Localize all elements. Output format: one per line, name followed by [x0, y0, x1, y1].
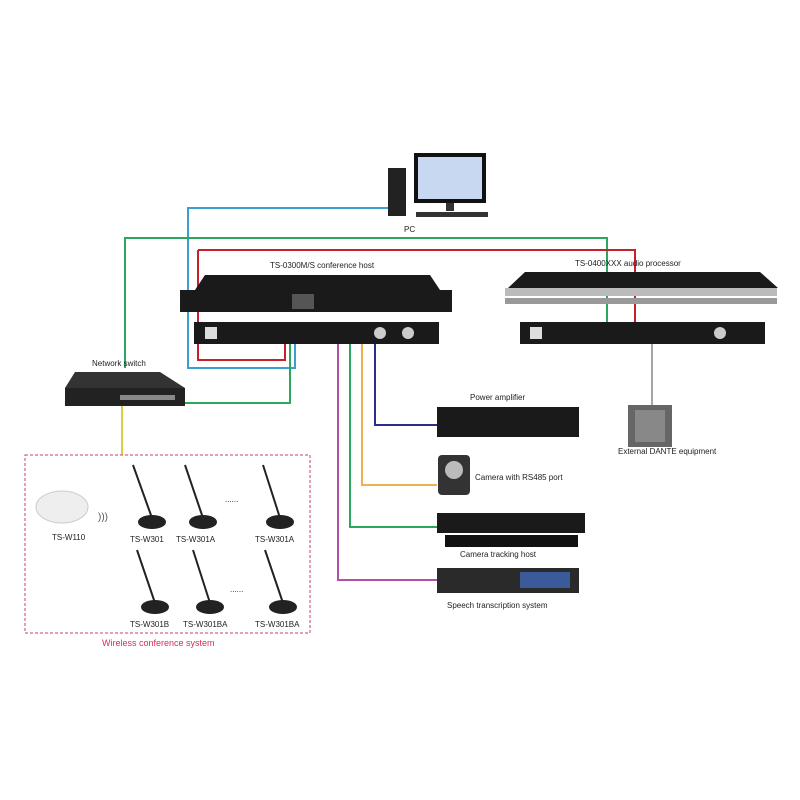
dante-label: External DANTE equipment — [618, 447, 717, 456]
microphone-icon — [264, 549, 284, 604]
mic-label: TS-W301BA — [183, 620, 228, 629]
network-switch-label: Network switch — [92, 359, 146, 368]
wifi-icon: ))) — [98, 512, 108, 523]
access-point-icon — [35, 490, 89, 524]
access-point-label: TS-W110 — [52, 533, 86, 542]
conference-host-label: TS-0300M/S conference host — [270, 261, 375, 270]
power-amplifier-icon — [437, 407, 579, 437]
cable-purple-speech — [337, 340, 437, 581]
wireless-system-box — [24, 454, 311, 634]
microphones — [132, 464, 297, 614]
power-amplifier-label: Power amplifier — [470, 393, 525, 402]
microphone-icon — [192, 549, 211, 604]
audio-processor-icon — [505, 272, 778, 344]
speech-transcription-label: Speech transcription system — [447, 601, 548, 610]
cable-orange-camera — [361, 340, 437, 486]
speech-transcription-icon — [437, 568, 579, 593]
cable-green-tracking — [349, 340, 437, 528]
mic-label: TS-W301A — [176, 535, 216, 544]
camera-label: Camera with RS485 port — [475, 473, 563, 482]
camera-tracking-icon — [437, 513, 585, 547]
pc-label: PC — [404, 225, 415, 234]
cable-blue-pc — [187, 207, 390, 369]
mic-label: TS-W301 — [130, 535, 164, 544]
cable-green-switch — [180, 335, 291, 404]
audio-processor-label: TS-0400XXX audio processor — [575, 259, 681, 268]
mic-label: TS-W301BA — [255, 620, 300, 629]
pc-icon — [388, 153, 488, 217]
mic-label: TS-W301A — [255, 535, 295, 544]
microphone-icon — [132, 464, 153, 519]
microphone-icon — [184, 464, 204, 519]
camera-icon — [438, 455, 470, 495]
dante-equipment-icon — [628, 405, 672, 447]
microphone-icon — [136, 549, 156, 604]
camera-tracking-label: Camera tracking host — [460, 550, 537, 559]
microphone-icon — [262, 464, 281, 519]
ellipsis: ...... — [230, 585, 243, 594]
wireless-system-label: Wireless conference system — [102, 638, 215, 648]
ellipsis: ...... — [225, 495, 238, 504]
conference-host-icon — [180, 275, 452, 344]
cable-navy-amp — [374, 340, 437, 426]
mic-label: TS-W301B — [130, 620, 169, 629]
network-switch-icon — [65, 372, 185, 406]
